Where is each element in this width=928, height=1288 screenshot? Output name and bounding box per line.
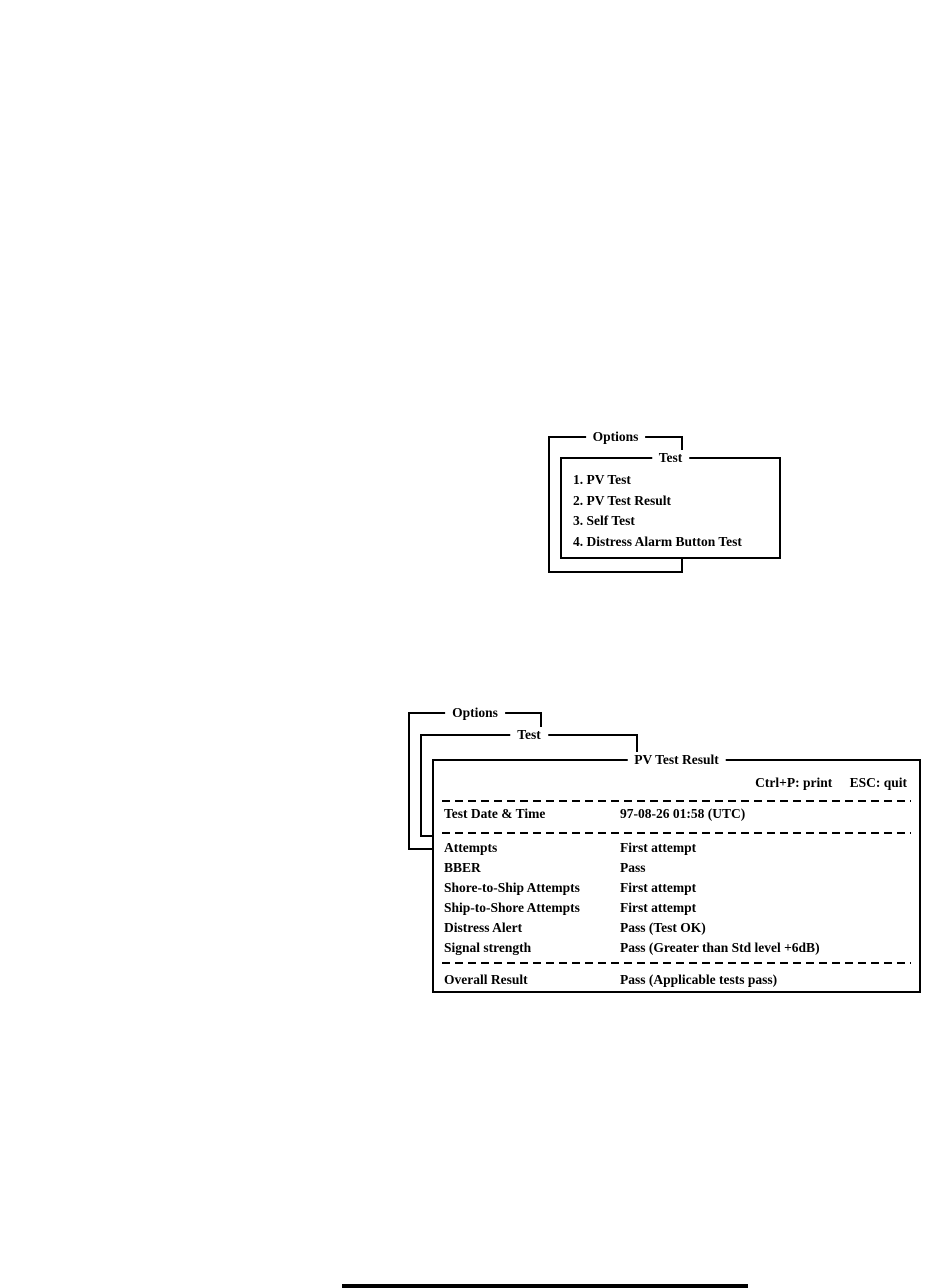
print-shortcut-hint: Ctrl+P: print bbox=[755, 775, 833, 790]
row-value: Pass bbox=[620, 860, 646, 875]
row-value: Pass (Applicable tests pass) bbox=[620, 972, 778, 987]
test-frame-back-label: Test bbox=[510, 727, 548, 743]
row-value: First attempt bbox=[620, 880, 697, 895]
row-label: Distress Alert bbox=[444, 920, 523, 935]
dashed-separator bbox=[442, 832, 911, 834]
menu-item-pv-test: 1. PV Test bbox=[573, 472, 631, 487]
row-label: Ship-to-Shore Attempts bbox=[444, 900, 580, 915]
options-frame-back-label: Options bbox=[445, 705, 505, 721]
table-row-date: Test Date & Time 97-08-26 01:58 (UTC) bbox=[444, 806, 911, 822]
row-label: Attempts bbox=[444, 840, 498, 855]
menu-item-self-test: 3. Self Test bbox=[573, 513, 635, 528]
shortcut-hints: Ctrl+P: print ESC: quit bbox=[741, 775, 907, 791]
quit-shortcut-hint: ESC: quit bbox=[849, 775, 907, 790]
menu-item-pv-test-result: 2. PV Test Result bbox=[573, 492, 672, 508]
pv-test-result-title: PV Test Result bbox=[627, 752, 726, 768]
row-label: Overall Result bbox=[444, 972, 528, 987]
table-row-bber: BBER Pass bbox=[444, 860, 911, 876]
table-row-shore-to-ship: Shore-to-Ship Attempts First attempt bbox=[444, 880, 911, 896]
row-label: Signal strength bbox=[444, 940, 532, 955]
pv-test-result-box: PV Test Result Ctrl+P: print ESC: quit T… bbox=[432, 752, 921, 993]
table-row-distress-alert: Distress Alert Pass (Test OK) bbox=[444, 920, 911, 936]
row-label: Test Date & Time bbox=[444, 806, 546, 821]
table-row-overall-result: Overall Result Pass (Applicable tests pa… bbox=[444, 972, 911, 988]
test-menu-box: Test 1. PV Test 2. PV Test Result 3. Sel… bbox=[560, 450, 781, 559]
row-label: Shore-to-Ship Attempts bbox=[444, 880, 580, 895]
test-menu-label: Test bbox=[651, 450, 690, 466]
table-row-ship-to-shore: Ship-to-Shore Attempts First attempt bbox=[444, 900, 911, 916]
table-row-attempts: Attempts First attempt bbox=[444, 840, 911, 856]
row-value: Pass (Test OK) bbox=[620, 920, 706, 935]
menu-item-distress-alarm-button-test: 4. Distress Alarm Button Test bbox=[573, 533, 742, 549]
row-value: Pass (Greater than Std level +6dB) bbox=[620, 940, 820, 955]
row-value: First attempt bbox=[620, 840, 697, 855]
dashed-separator bbox=[442, 962, 911, 964]
row-label: BBER bbox=[444, 860, 481, 875]
options-frame-label: Options bbox=[585, 429, 646, 445]
row-value: 97-08-26 01:58 (UTC) bbox=[620, 806, 746, 821]
footer-rule bbox=[342, 1284, 748, 1288]
row-value: First attempt bbox=[620, 900, 697, 915]
table-row-signal-strength: Signal strength Pass (Greater than Std l… bbox=[444, 940, 911, 956]
test-menu-items: 1. PV Test 2. PV Test Result 3. Self Tes… bbox=[562, 459, 779, 552]
dashed-separator bbox=[442, 800, 911, 802]
